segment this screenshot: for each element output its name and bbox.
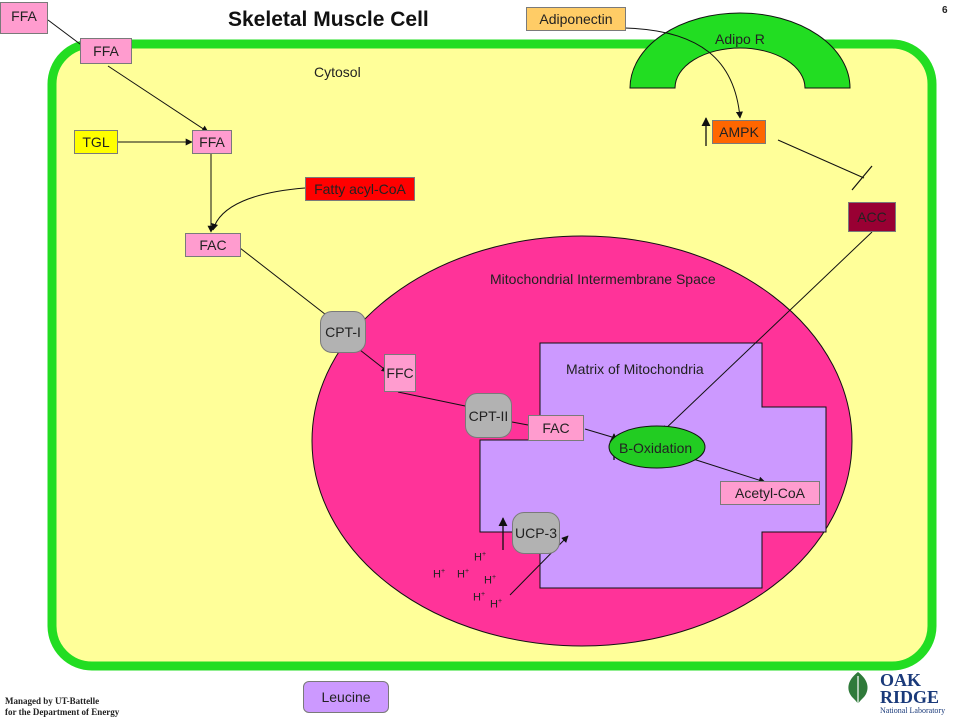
connector-cpt2-to-fac <box>511 421 529 426</box>
logo-word-1: OAK <box>880 670 922 690</box>
oak-ridge-logo: OAK RIDGE National Laboratory <box>838 668 958 718</box>
fac-matrix-node: FAC <box>528 415 584 441</box>
proton-label: H+ <box>457 568 470 581</box>
proton-label: H+ <box>474 551 487 564</box>
footer-line-1: Managed by UT-Battelle <box>5 696 100 706</box>
tgl-node: TGL <box>74 130 118 154</box>
b-oxidation-label: B-Oxidation <box>619 440 693 456</box>
b-oxidation-ellipse <box>608 425 706 469</box>
inhibit-bar-acc <box>851 165 873 191</box>
ucp3-node: UCP-3 <box>512 512 560 554</box>
intermembrane-space-label: Mitochondrial Intermembrane Space <box>490 271 716 287</box>
arrow-acc-to-b-oxidation <box>661 231 873 433</box>
ffa-extracellular-node: FFA <box>0 2 48 34</box>
cpt1-node: CPT-I <box>320 311 366 353</box>
connector-fac-to-cpt1 <box>239 247 331 319</box>
matrix-label: Matrix of Mitochondria <box>566 361 704 377</box>
arrow-b-oxidation-to-acetyl-coa <box>689 457 766 484</box>
adipo-r-label: Adipo R <box>715 31 765 47</box>
footer-credit: Managed by UT-Battelle for the Departmen… <box>5 696 119 718</box>
ffc-node: FFC <box>384 354 416 392</box>
arrow-fatty-acyl-coa-to-fac <box>211 187 306 231</box>
acc-node: ACC <box>848 202 896 232</box>
footer-line-2: for the Department of Energy <box>5 707 120 717</box>
leucine-node: Leucine <box>303 681 389 713</box>
ffa-membrane-node: FFA <box>80 38 132 64</box>
leaf-icon <box>848 672 868 706</box>
slide-number: 6 <box>942 5 948 16</box>
proton-label: H+ <box>490 598 503 611</box>
cpt2-node: CPT-II <box>465 393 512 438</box>
page-title: Skeletal Muscle Cell <box>228 8 429 31</box>
proton-label: H+ <box>484 574 497 587</box>
fatty-acyl-coa-node: Fatty acyl-CoA <box>305 177 415 201</box>
acetyl-coa-node: Acetyl-CoA <box>720 481 820 505</box>
arrow-ffa-membrane-to-ffa-cytosol <box>107 65 209 133</box>
arrow-adiponectin-to-ampk <box>624 27 743 119</box>
adipo-r-receptor <box>629 12 851 89</box>
cytosol-label: Cytosol <box>314 64 361 80</box>
arrow-cpt1-to-ffc <box>359 349 389 373</box>
proton-label: H+ <box>433 568 446 581</box>
proton-label: H+ <box>473 591 486 604</box>
adiponectin-node: Adiponectin <box>526 7 626 31</box>
fac-cytosol-node: FAC <box>185 233 241 257</box>
logo-tagline: National Laboratory <box>880 706 946 715</box>
ampk-node: AMPK <box>712 120 766 144</box>
logo-word-2: RIDGE <box>880 687 940 707</box>
inhibit-ampk-to-acc <box>777 139 865 179</box>
ffa-cytosol-node: FFA <box>192 130 232 154</box>
connector-ffc-to-cpt2 <box>397 391 471 408</box>
